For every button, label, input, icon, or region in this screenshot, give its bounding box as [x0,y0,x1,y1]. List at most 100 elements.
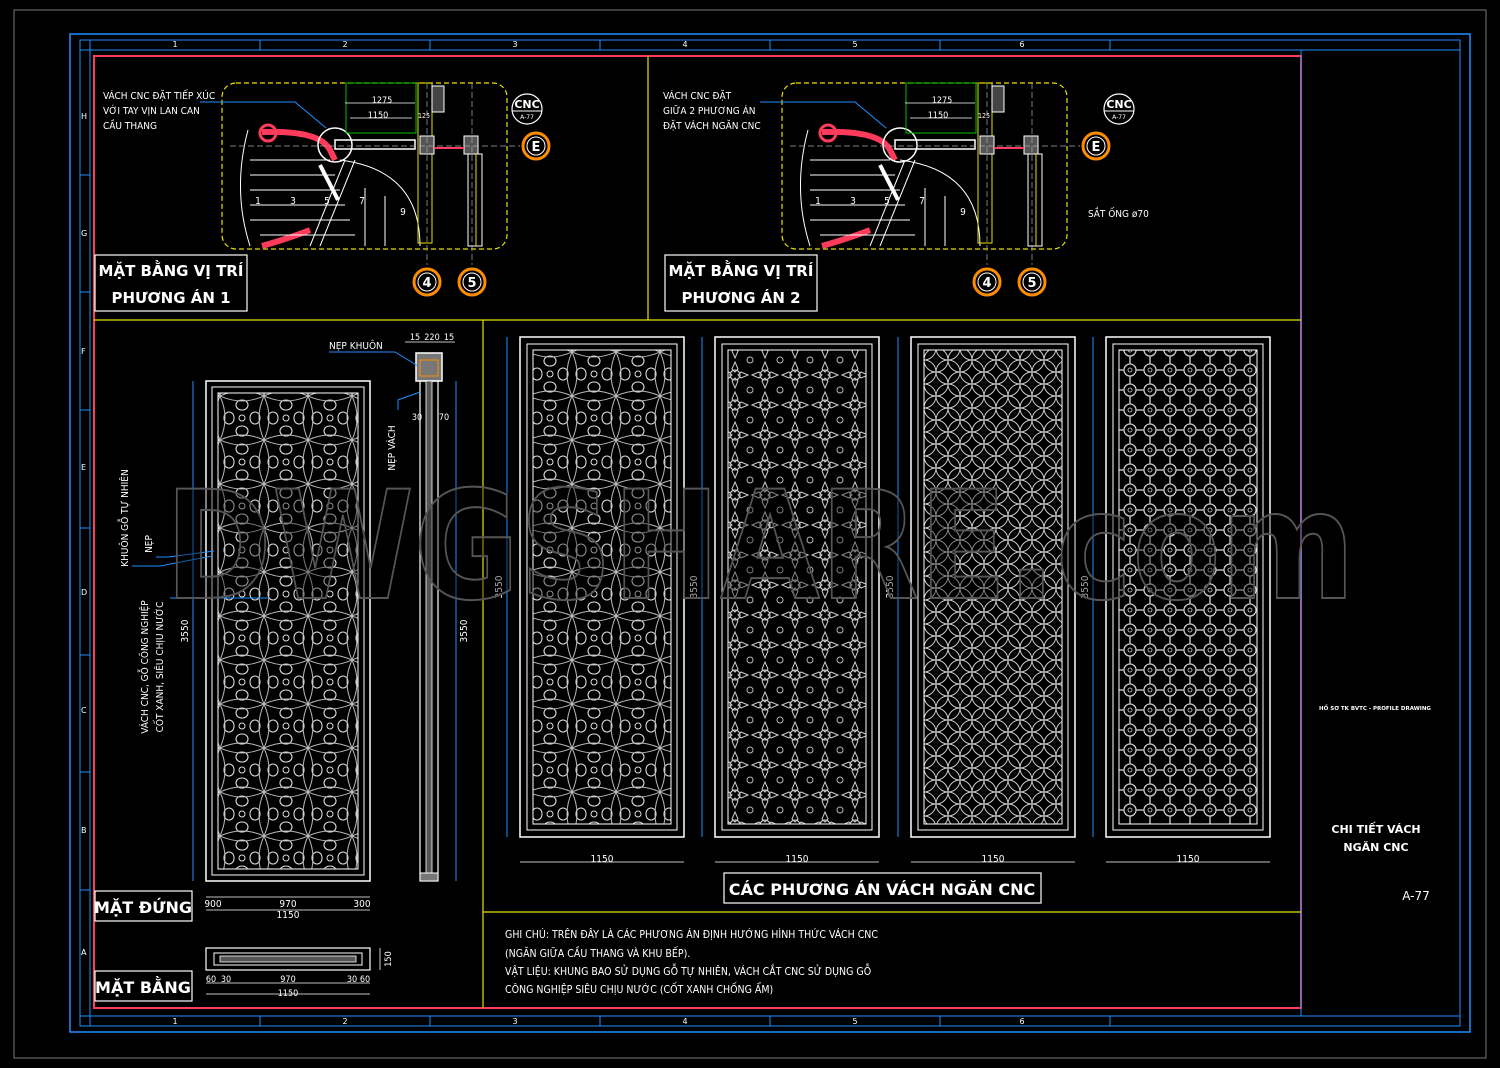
elevation-title-box: MẶT ĐỨNG [94,890,193,922]
plan-view-dim-mid: 970 [280,975,295,985]
elevation-label-panel: VÁCH CNC, GỖ CÔNG NGHIỆP CỐT XANH, SIÊU … [136,597,268,734]
grid-row-b: B [81,826,87,835]
grid-col-1: 1 [172,40,177,49]
plan2-axis-e: E [1081,131,1111,161]
plan1-dim-top: 1275 [372,96,393,106]
grid-col-2-bottom: 2 [342,1017,347,1026]
elevation-dim-total: 1150 [277,910,300,921]
grid-row-h: H [81,112,87,121]
plan1-cnc-label: CNC [514,98,539,111]
plan1-title-box: MẶT BẰNG VỊ TRÍ PHƯƠNG ÁN 1 [94,254,248,312]
title-block: HỒ SƠ TK BVTC - PROFILE DRAWING CHI TIẾT… [1319,703,1431,903]
grid-row-e: E [81,463,86,472]
section-height: 3550 [459,619,470,642]
project-name: HỒ SƠ TK BVTC - PROFILE DRAWING [1319,703,1431,712]
plan2-title-line-1: MẶT BẰNG VỊ TRÍ [669,259,814,280]
plan1-title-line-1: MẶT BẰNG VỊ TRÍ [99,259,244,280]
plan1-axis-5: 5 [457,267,487,297]
drawing-frame [93,50,1302,1016]
elevation-title: MẶT ĐỨNG [94,897,192,917]
note-line-1: GHI CHÚ: TRÊN ĐÂY LÀ CÁC PHƯƠNG ÁN ĐỊNH … [505,928,878,941]
plan1-axis-5-label: 5 [467,276,476,291]
plan2-step-1: 1 [815,196,821,207]
plan1-title-line-2: PHƯƠNG ÁN 1 [111,288,230,307]
plan1-note-line-1: VÁCH CNC ĐẶT TIẾP XÚC [103,88,215,102]
elevation-height: 3550 [180,619,191,642]
note-line-4: CÔNG NGHIỆP SIÊU CHỊU NƯỚC (CỐT XANH CHỐ… [505,982,773,996]
plan2-dim-top: 1275 [932,96,953,106]
elevation-label-panel-line-1: VÁCH CNC, GỖ CÔNG NGHIỆP [136,600,151,734]
grid-col-4: 4 [682,40,687,49]
option-panel-1-height: 3550 [494,575,505,598]
plan2-axis-5-label: 5 [1027,276,1036,291]
option-panel-2: 3550 1150 [689,336,880,865]
options-title-box: CÁC PHƯƠNG ÁN VÁCH NGĂN CNC [723,872,1042,904]
section-label-nep-khuon: NẸP KHUÔN [329,339,419,367]
section-label-nep-vach: NẸP VÁCH [385,391,421,471]
grid-col-5-bottom: 5 [852,1017,857,1026]
elevation-label-nep: NẸP [144,535,215,558]
plan2-pipe-note: SẮT ỐNG ø70 [1088,206,1149,220]
plan-view-dim-total: 1150 [278,989,299,999]
grid-col-5: 5 [852,40,857,49]
plan1-step-3: 3 [290,196,296,207]
elevation-view: 3550 KHUÔN GỖ TỰ NHIÊN NẸP VÁCH CNC, GỖ … [94,380,371,922]
grid-column-labels-bottom: 1 2 3 4 5 6 [172,1016,1111,1026]
section-dim-e: 70 [439,413,449,423]
plan2-cnc-label: CNC [1106,98,1131,111]
option-panel-3-width: 1150 [982,854,1005,865]
plan1-note-line-2: VỚI TAY VỊN LAN CAN [103,104,200,117]
section-dim-b: 220 [424,333,439,343]
general-notes: GHI CHÚ: TRÊN ĐÂY LÀ CÁC PHƯƠNG ÁN ĐỊNH … [505,928,878,996]
plan1-step-7: 7 [359,196,365,207]
plan1-dim-inner: 1150 [368,111,389,121]
note-line-2: (NGĂN GIỮA CẦU THANG VÀ KHU BẾP). [505,946,690,960]
grid-col-2: 2 [342,40,347,49]
plan-view-title-box: MẶT BẰNG [94,970,193,1002]
plan-view-dim-a: 60 [206,975,216,985]
grid-col-6-bottom: 6 [1019,1017,1024,1026]
grid-col-4-bottom: 4 [682,1017,687,1026]
option-panel-2-height: 3550 [689,575,700,598]
elevation-dim-mid: 970 [279,899,296,910]
plan2-title-line-2: PHƯƠNG ÁN 2 [681,288,800,307]
elevation-dim-left: 900 [204,899,221,910]
plan1-axis-e-label: E [532,140,541,155]
plan1-step-1: 1 [255,196,261,207]
option-panel-4: 3550 1150 [1080,336,1271,865]
section-dim-c: 15 [444,333,454,343]
plan2-note-line-2: GIỮA 2 PHƯƠNG ÁN [663,104,756,117]
plan1-step-9: 9 [400,207,406,218]
plan-view-title: MẶT BẰNG [95,976,191,997]
grid-row-f: F [81,347,86,356]
options-panels: 3550 1150 3550 1150 3550 1150 [494,336,1271,904]
option-panel-2-width: 1150 [786,854,809,865]
plan-view-dim-b: 30 [221,975,231,985]
option-panel-1-width: 1150 [591,854,614,865]
grid-row-c: C [81,706,87,715]
section-view: 15 220 15 30 70 3550 NẸP KHUÔN NẸP VÁCH [329,333,470,882]
sheet-title-line-2: NGĂN CNC [1343,841,1408,854]
note-line-3: VẬT LIỆU: KHUNG BAO SỬ DỤNG GỖ TỰ NHIÊN,… [505,963,871,978]
watermark: DWGSHARE.com [165,460,1355,634]
plan2-step-7: 7 [919,196,925,207]
plan2-cnc-tag: CNC A-77 [1103,93,1135,125]
elevation-label-nep-text: NẸP [144,535,155,553]
plan-view-dim-d: 60 [360,975,370,985]
sheet-number: A-77 [1402,889,1430,903]
plan2-note-line-1: VÁCH CNC ĐẶT [663,89,732,102]
grid-row-a: A [81,948,87,957]
elevation-label-frame: KHUÔN GỖ TỰ NHIÊN [116,469,213,567]
section-dim-d: 30 [412,413,422,423]
plan-view-depth: 150 [384,951,394,966]
plan-view-dim-c: 30 [347,975,357,985]
elevation-dim-right: 300 [353,899,370,910]
plan1-dim-small: 125 [418,112,430,120]
plan2-note-line-3: ĐẶT VÁCH NGĂN CNC [663,119,761,132]
option-panel-3-height: 3550 [885,575,896,598]
plan-option-2: 1275 1150 125 1 3 5 7 9 VÁCH CNC ĐẶT GIỮ… [663,82,1149,312]
plan2-title-box: MẶT BẰNG VỊ TRÍ PHƯƠNG ÁN 2 [664,254,818,312]
plan2-note: VÁCH CNC ĐẶT GIỮA 2 PHƯƠNG ÁN ĐẶT VÁCH N… [663,89,887,132]
grid-column-labels-top: 1 2 3 4 5 6 [172,40,1111,50]
